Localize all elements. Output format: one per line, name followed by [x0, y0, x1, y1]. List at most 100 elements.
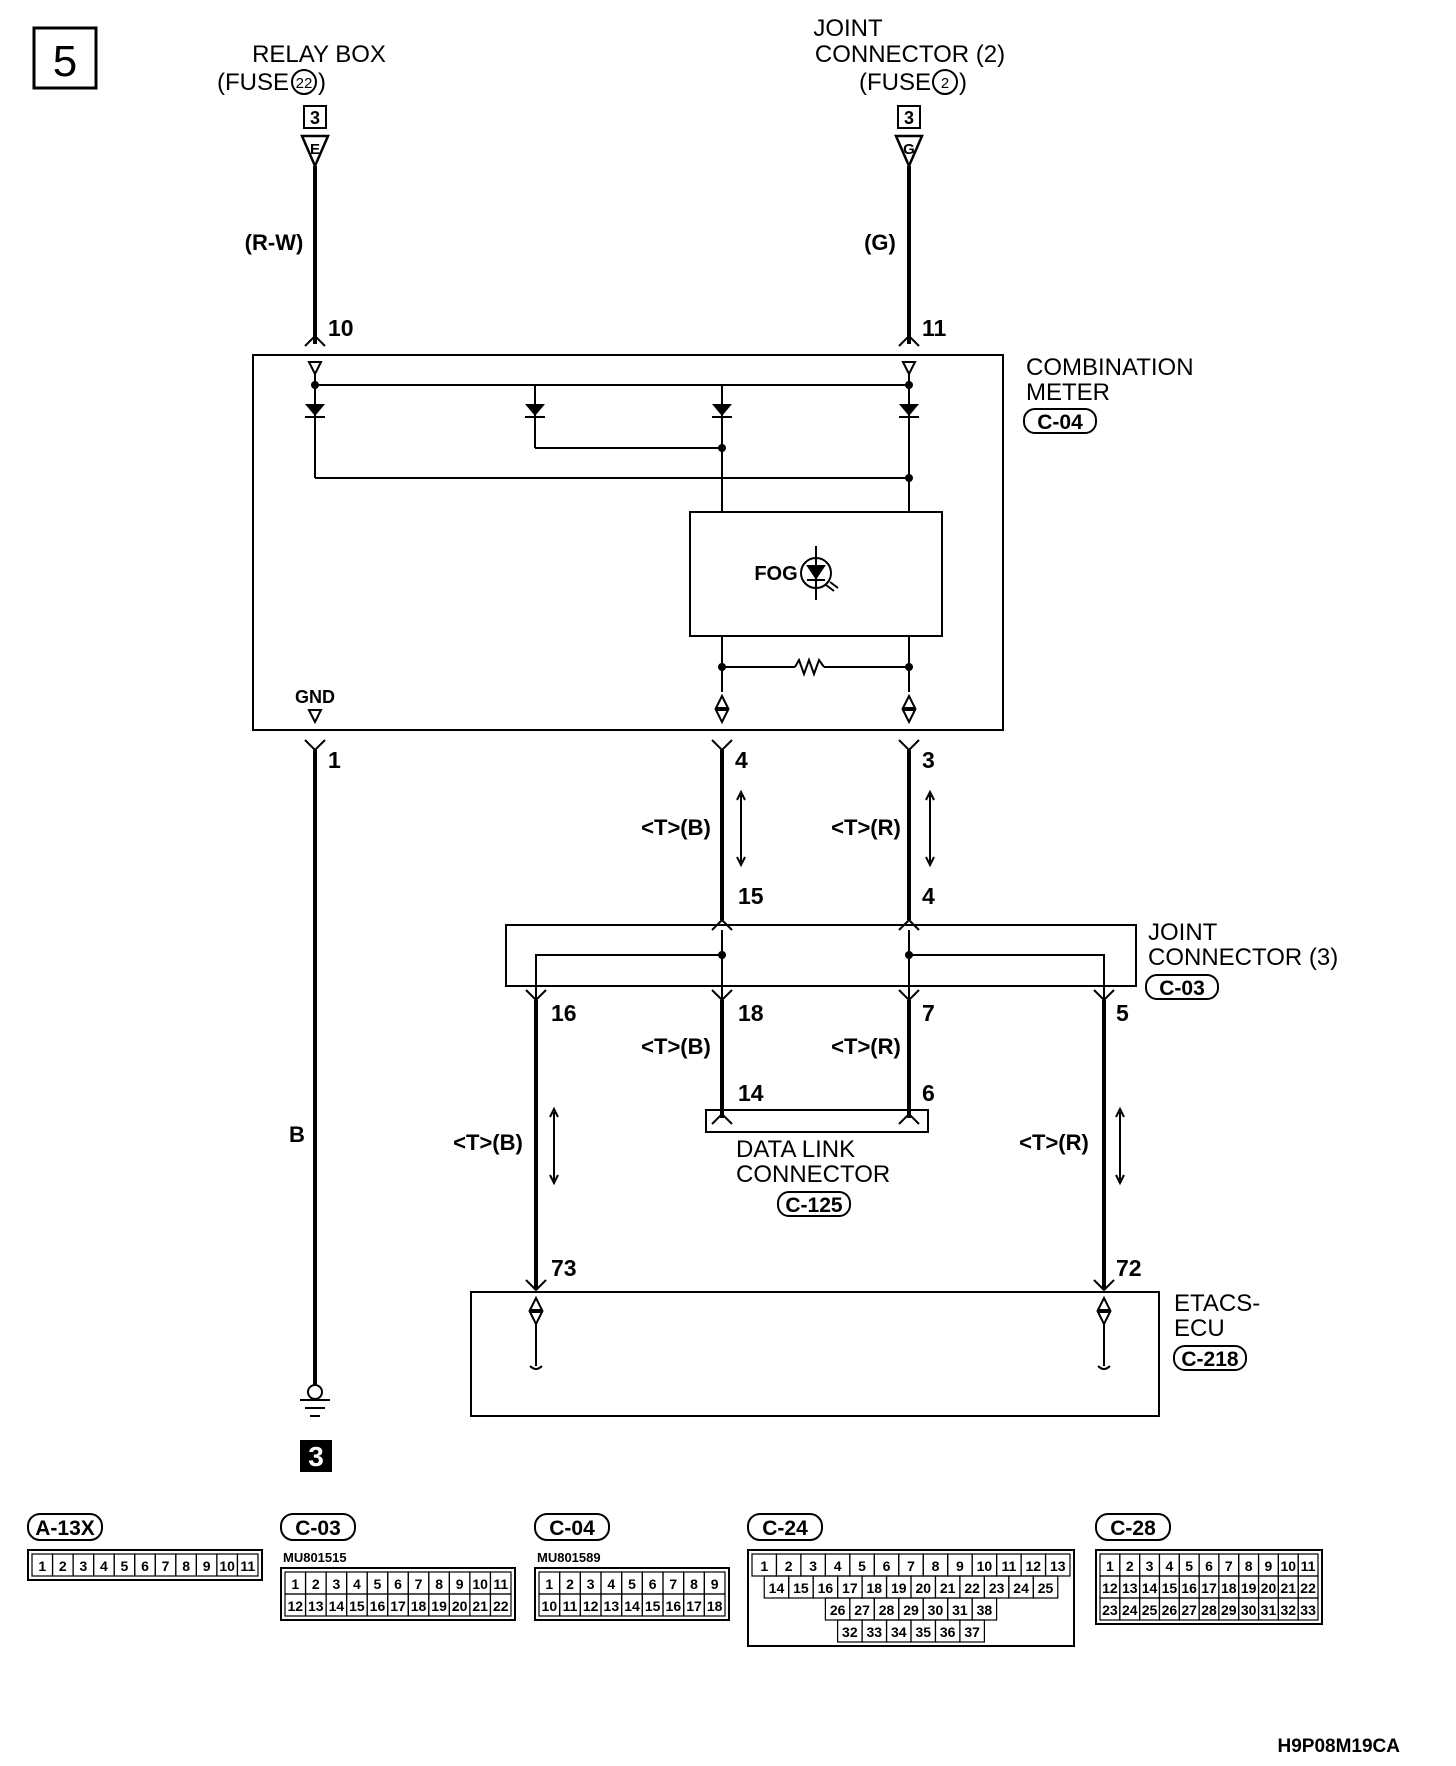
pin-number: 7 [907, 1558, 915, 1574]
pin-number: 7 [1225, 1558, 1233, 1574]
pin-number: 5 [628, 1576, 636, 1592]
pin-number: 10 [977, 1558, 993, 1574]
wire-label-tb: <T>(B) [641, 1034, 711, 1059]
pin-number: 28 [879, 1602, 895, 1618]
combination-meter: COMBINATION METER C-04 [252, 354, 1194, 731]
pin-number: 21 [1280, 1580, 1296, 1596]
pin-dlc-14: 14 [738, 1080, 764, 1106]
pin-number: 18 [707, 1598, 723, 1614]
pin-gnd-1: 1 [328, 747, 341, 773]
svg-text:JOINT: JOINT [813, 15, 883, 42]
pin-number: 10 [219, 1558, 235, 1574]
wire-label-tb: <T>(B) [641, 815, 711, 840]
pin-number: 19 [431, 1598, 447, 1614]
pin-number: 27 [1181, 1602, 1197, 1618]
fuse-arrow-icon [300, 134, 330, 170]
ground-icon [300, 1384, 330, 1417]
pin-number: 3 [809, 1558, 817, 1574]
pin-number: 33 [867, 1624, 883, 1640]
pin-jc-5: 5 [1116, 1000, 1129, 1026]
pin-number: 11 [563, 1598, 578, 1614]
svg-text:C-125: C-125 [785, 1194, 843, 1217]
pin-number: 13 [604, 1598, 620, 1614]
pin-11: 11 [922, 315, 947, 341]
pin-number: 6 [883, 1558, 891, 1574]
pin-number: 33 [1300, 1602, 1316, 1618]
pin-number: 9 [1265, 1558, 1273, 1574]
pin-number: 8 [435, 1576, 443, 1592]
fuse-circle-icon [291, 69, 317, 95]
joint-connector-3: JOINT CONNECTOR (3) C-03 [505, 918, 1338, 1002]
pin-jc-15: 15 [738, 883, 764, 909]
pin-number: 16 [370, 1598, 386, 1614]
wire-label-tr: <T>(R) [1019, 1130, 1089, 1155]
pin-number: 5 [121, 1558, 129, 1574]
pin-number: 8 [690, 1576, 698, 1592]
pin-number: 3 [79, 1558, 87, 1574]
pin-jc-4: 4 [922, 883, 935, 909]
connector-code: C-24 [762, 1517, 808, 1540]
pin-number: 37 [964, 1624, 980, 1640]
pin-number: 4 [607, 1576, 615, 1592]
part-number: MU801515 [283, 1550, 347, 1565]
svg-text:CONNECTOR: CONNECTOR [736, 1161, 890, 1188]
pin-number: 3 [1146, 1558, 1154, 1574]
svg-text:METER: METER [1026, 379, 1110, 406]
pin-10: 10 [328, 315, 354, 341]
pin-ecu-72: 72 [1116, 1255, 1142, 1281]
pin-number: 24 [1122, 1602, 1138, 1618]
pin-number: 11 [1301, 1558, 1316, 1574]
pin-number: 17 [1201, 1580, 1217, 1596]
pin-number: 14 [329, 1598, 345, 1614]
svg-text:RELAY BOX: RELAY BOX [252, 41, 386, 68]
svg-text:ETACS-: ETACS- [1174, 1290, 1260, 1317]
pin-dlc-6: 6 [922, 1080, 935, 1106]
svg-text:2: 2 [941, 75, 949, 92]
pin-number: 2 [566, 1576, 574, 1592]
pin-number: 2 [312, 1576, 320, 1592]
fuse-arrow-icon [894, 134, 924, 170]
pin-number: 36 [940, 1624, 956, 1640]
pin-number: 20 [915, 1580, 931, 1596]
pin-meter-3: 3 [922, 747, 935, 773]
connector-code: C-04 [549, 1517, 595, 1540]
svg-text:G: G [903, 141, 915, 158]
pin-number: 2 [785, 1558, 793, 1574]
fog-lamp-icon [800, 546, 839, 600]
svg-text:3: 3 [904, 108, 914, 128]
pin-number: 7 [415, 1576, 423, 1592]
pin-number: 5 [1185, 1558, 1193, 1574]
pin-number: 31 [1261, 1602, 1277, 1618]
pin-number: 9 [711, 1576, 719, 1592]
pin-number: 11 [493, 1576, 508, 1592]
pin-jc-16: 16 [551, 1000, 577, 1026]
pin-number: 16 [666, 1598, 682, 1614]
pin-number: 31 [952, 1602, 968, 1618]
pin-number: 10 [472, 1576, 488, 1592]
gnd-label: GND [295, 687, 335, 707]
pin-number: 32 [1280, 1602, 1296, 1618]
pin-number: 18 [411, 1598, 427, 1614]
pin-number: 4 [100, 1558, 108, 1574]
page-number: 5 [32, 26, 98, 90]
pin-number: 4 [1165, 1558, 1173, 1574]
wire-label-g: (G) [864, 230, 896, 255]
svg-text:C-04: C-04 [1037, 411, 1083, 434]
connector-code: A-13X [35, 1517, 95, 1540]
pin-number: 25 [1038, 1580, 1054, 1596]
wire-label-tr: <T>(R) [831, 1034, 901, 1059]
pin-number: 12 [1026, 1558, 1042, 1574]
svg-text:CONNECTOR (3): CONNECTOR (3) [1148, 944, 1338, 971]
svg-text:JOINT: JOINT [1148, 919, 1218, 946]
pin-number: 21 [472, 1598, 488, 1614]
pin-number: 1 [38, 1558, 46, 1574]
pin-number: 15 [1162, 1580, 1178, 1596]
pin-number: 6 [141, 1558, 149, 1574]
pin-number: 17 [842, 1580, 858, 1596]
pin-number: 14 [1142, 1580, 1158, 1596]
